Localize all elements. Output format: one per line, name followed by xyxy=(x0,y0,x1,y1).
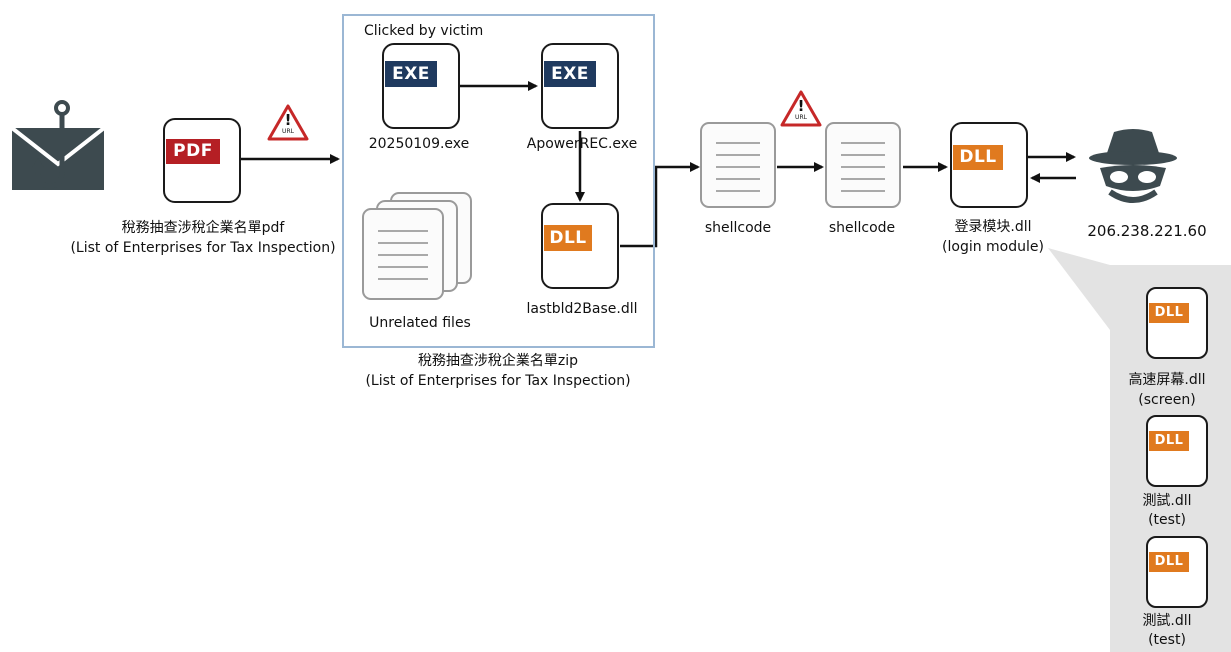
module-screen-desc: (screen) xyxy=(1138,392,1196,408)
pdf-tag: PDF xyxy=(166,139,220,164)
exe2-tag: EXE xyxy=(544,61,596,87)
exe1-document-icon: EXE xyxy=(382,43,460,129)
warning-glyph: ! xyxy=(797,97,805,115)
pdf-label-en: (List of Enterprises for Tax Inspection) xyxy=(70,240,336,256)
module-test-dll-icon: DLL xyxy=(1146,536,1208,608)
dll-name: lastbld2Base.dll xyxy=(526,301,638,317)
zip-label-en: (List of Enterprises for Tax Inspection) xyxy=(365,373,631,389)
exe2-name: ApowerREC.exe xyxy=(526,136,638,152)
dll-document-icon: DLL xyxy=(541,203,619,289)
warning-url-text: URL xyxy=(282,128,294,135)
module-test-name: 測試.dll xyxy=(1142,613,1192,629)
module-test-tag: DLL xyxy=(1149,431,1189,451)
callout-wedge xyxy=(1048,248,1110,330)
attacker-spy-icon xyxy=(1089,129,1177,203)
url-warning-icon: ! URL xyxy=(267,104,309,142)
module-test-name: 測試.dll xyxy=(1142,493,1192,509)
shellcode1-label: shellcode xyxy=(704,220,772,236)
zip-archive-box xyxy=(342,14,655,348)
attacker-ip: 206.238.221.60 xyxy=(1087,222,1207,240)
pdf-label-zh: 稅務抽查涉稅企業名單pdf xyxy=(121,220,285,236)
arrow-dll-to-shellcode xyxy=(620,162,700,248)
clicked-by-victim-note: Clicked by victim xyxy=(364,23,484,39)
warning-url-text: URL xyxy=(795,114,807,121)
pdf-document-icon: PDF xyxy=(163,118,241,203)
phishing-email-icon xyxy=(10,100,106,190)
login-module-name-en: (login module) xyxy=(942,239,1044,255)
module-test-dll-icon: DLL xyxy=(1146,415,1208,487)
module-screen-name: 高速屏幕.dll xyxy=(1128,372,1206,388)
unrelated-files-label: Unrelated files xyxy=(369,315,471,331)
zip-label-zh: 稅務抽查涉稅企業名單zip xyxy=(417,353,579,369)
login-dll-tag: DLL xyxy=(953,145,1003,170)
module-screen-tag: DLL xyxy=(1149,303,1189,323)
warning-glyph: ! xyxy=(284,111,292,129)
module-test-desc: (test) xyxy=(1148,512,1186,528)
login-module-dll-icon: DLL xyxy=(950,122,1028,208)
module-test-tag: DLL xyxy=(1149,552,1189,572)
exe1-name: 20250109.exe xyxy=(368,136,470,152)
shellcode1-document-icon xyxy=(700,122,776,208)
login-module-name-zh: 登录模块.dll xyxy=(954,219,1032,235)
exe2-document-icon: EXE xyxy=(541,43,619,129)
shellcode2-document-icon xyxy=(825,122,901,208)
module-screen-dll-icon: DLL xyxy=(1146,287,1208,359)
dll-tag: DLL xyxy=(544,225,592,251)
url-warning-icon: ! URL xyxy=(780,90,822,128)
exe1-tag: EXE xyxy=(385,61,437,87)
shellcode2-label: shellcode xyxy=(828,220,896,236)
module-test-desc: (test) xyxy=(1148,632,1186,648)
